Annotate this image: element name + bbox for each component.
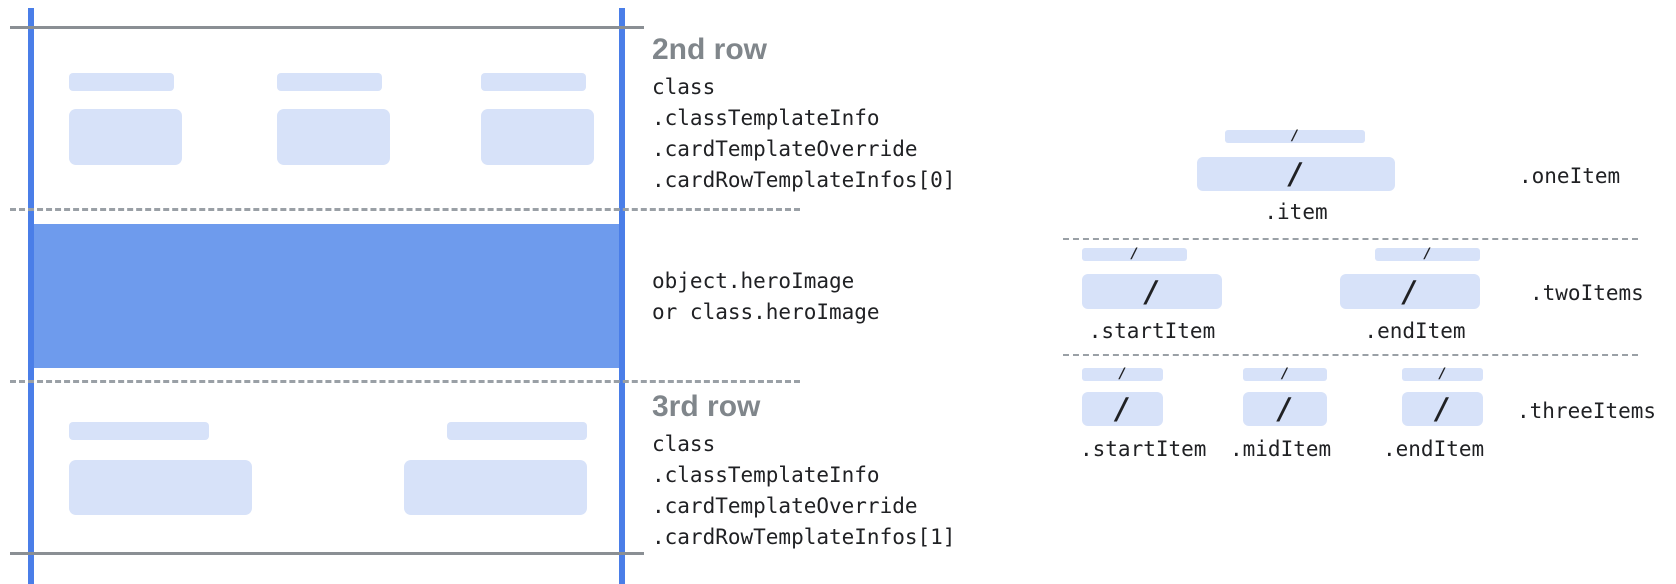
third-row-code-line: class xyxy=(652,432,716,456)
template-divider-dashed-line-2 xyxy=(1063,354,1638,356)
second-row-col3-label-placeholder xyxy=(481,73,586,91)
three-items-start-label-bar: / xyxy=(1082,366,1163,382)
three-items-mid-caption: .midItem xyxy=(1230,437,1332,461)
two-items-end-label-bar: / xyxy=(1375,246,1480,262)
three-items-start-caption: .startItem xyxy=(1080,437,1207,461)
two-items-row-label: .twoItems xyxy=(1530,281,1644,305)
template-divider-dashed-line-1 xyxy=(1063,238,1638,240)
slash-mark: / xyxy=(1290,128,1300,144)
hero-image-code-line: object.heroImage xyxy=(652,269,855,293)
second-row-col1-label-placeholder xyxy=(69,73,174,91)
second-row-code-line: .cardTemplateOverride xyxy=(652,137,918,161)
three-items-row-label: .threeItems xyxy=(1517,399,1657,423)
third-row-col1-label-placeholder xyxy=(69,422,209,440)
slash-mark: / xyxy=(1118,366,1127,382)
slash-mark: / xyxy=(1276,392,1294,426)
third-row-code-line: .classTemplateInfo xyxy=(652,463,880,487)
hero-image-code-line: or class.heroImage xyxy=(652,300,880,324)
one-item-label-bar: / xyxy=(1225,128,1365,144)
card-left-edge-line xyxy=(28,8,34,584)
second-row-code-line: class xyxy=(652,75,716,99)
third-row-col2-label-placeholder xyxy=(447,422,587,440)
second-row-col2-label-placeholder xyxy=(277,73,382,91)
one-item-caption: .item xyxy=(1264,200,1328,224)
three-items-start-value-bar: / xyxy=(1082,392,1163,426)
slash-mark: / xyxy=(1130,246,1139,262)
two-items-start-label-bar: / xyxy=(1082,246,1187,262)
three-items-end-value-bar: / xyxy=(1402,392,1483,426)
three-items-mid-value-bar: / xyxy=(1243,392,1327,426)
slash-mark: / xyxy=(1433,392,1452,426)
one-item-row-label: .oneItem xyxy=(1519,164,1621,188)
one-item-value-bar: / xyxy=(1197,157,1395,191)
second-row-col1-value-placeholder xyxy=(69,109,182,165)
hero-image-placeholder xyxy=(34,224,619,368)
row-divider-dashed-line-1 xyxy=(10,208,800,211)
three-items-mid-label-bar: / xyxy=(1243,366,1327,382)
card-bottom-boundary-line xyxy=(10,552,644,555)
slash-mark: / xyxy=(1287,157,1305,191)
second-row-col3-value-placeholder xyxy=(481,109,594,165)
two-items-start-caption: .startItem xyxy=(1088,319,1216,343)
second-row-heading: 2nd row xyxy=(652,33,768,66)
slash-mark: / xyxy=(1438,366,1447,382)
slash-mark: / xyxy=(1423,246,1432,262)
second-row-col2-value-placeholder xyxy=(277,109,390,165)
slash-mark: / xyxy=(1280,366,1290,382)
row-divider-dashed-line-2 xyxy=(10,380,800,383)
three-items-end-caption: .endItem xyxy=(1383,437,1485,461)
third-row-code-line: .cardRowTemplateInfos[1] xyxy=(652,525,956,549)
card-right-edge-line xyxy=(619,8,625,584)
third-row-code-line: .cardTemplateOverride xyxy=(652,494,918,518)
three-items-end-label-bar: / xyxy=(1402,366,1483,382)
two-items-start-value-bar: / xyxy=(1082,274,1222,309)
third-row-heading: 3rd row xyxy=(652,390,761,423)
card-top-boundary-line xyxy=(10,26,644,29)
third-row-col1-value-placeholder xyxy=(69,460,252,515)
two-items-end-value-bar: / xyxy=(1340,274,1480,309)
two-items-end-caption: .endItem xyxy=(1364,319,1466,343)
second-row-code-line: .cardRowTemplateInfos[0] xyxy=(652,168,956,192)
slash-mark: / xyxy=(1401,274,1419,309)
slash-mark: / xyxy=(1143,274,1161,309)
slash-mark: / xyxy=(1113,392,1132,426)
third-row-col2-value-placeholder xyxy=(404,460,587,515)
second-row-code-line: .classTemplateInfo xyxy=(652,106,880,130)
